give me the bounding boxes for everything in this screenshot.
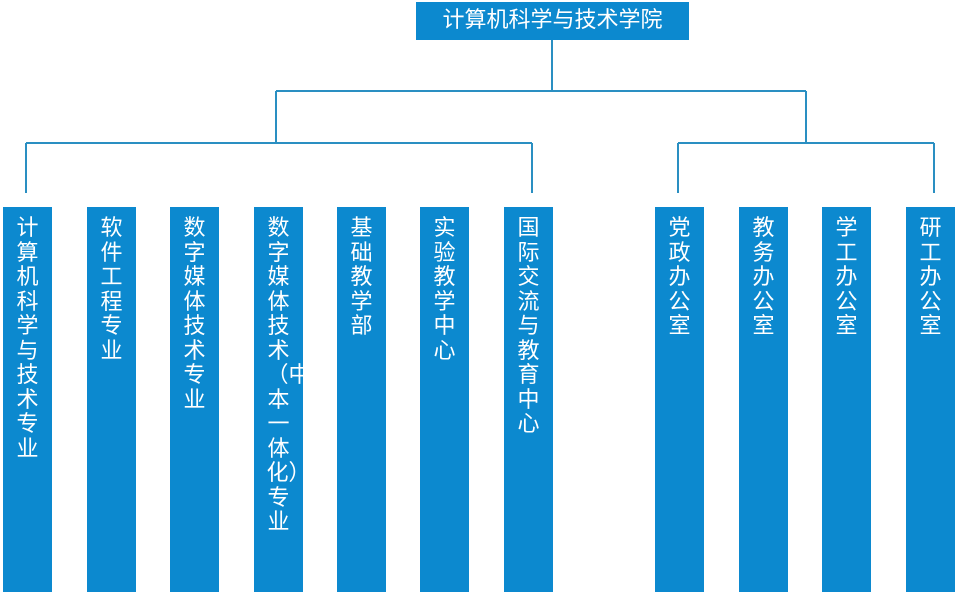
unit-graduate-affairs-office: 研工办公室 (906, 207, 955, 592)
unit-academic-affairs-office: 教务办公室 (739, 207, 788, 592)
unit-basic-teaching: 基础教学部 (337, 207, 386, 592)
unit-label: 基础教学部 (350, 216, 373, 339)
unit-label: 软件工程专业 (100, 216, 123, 364)
root-node: 计算机科学与技术学院 (416, 2, 689, 40)
unit-label: 数字媒体技术（中本一体化）专业 (266, 216, 311, 535)
unit-label: 学工办公室 (835, 216, 858, 339)
unit-digital-media-integrated: 数字媒体技术（中本一体化）专业 (254, 207, 311, 592)
unit-label: 实验教学中心 (433, 216, 456, 364)
unit-international-exchange: 国际交流与教育中心 (504, 207, 553, 592)
unit-software-engineering: 软件工程专业 (87, 207, 136, 592)
unit-label: 教务办公室 (752, 216, 775, 339)
unit-label: 国际交流与教育中心 (517, 216, 540, 437)
unit-label: 数字媒体技术专业 (183, 216, 206, 413)
unit-digital-media: 数字媒体技术专业 (170, 207, 219, 592)
unit-label: 计算机科学与技术专业 (16, 216, 39, 462)
root-node-label: 计算机科学与技术学院 (442, 8, 663, 33)
unit-cs-major: 计算机科学与技术专业 (3, 207, 52, 592)
unit-label: 党政办公室 (668, 216, 691, 339)
unit-lab-teaching: 实验教学中心 (420, 207, 469, 592)
unit-label: 研工办公室 (919, 216, 942, 339)
unit-party-office: 党政办公室 (655, 207, 704, 592)
unit-student-affairs-office: 学工办公室 (822, 207, 871, 592)
